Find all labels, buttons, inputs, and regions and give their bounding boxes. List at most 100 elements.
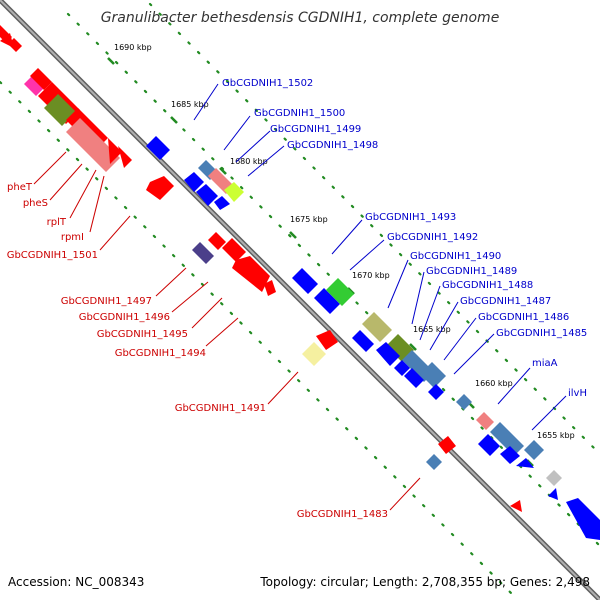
gene-block[interactable] (426, 454, 442, 470)
gene-block[interactable] (302, 342, 326, 366)
gene-block[interactable] (476, 412, 494, 430)
leader-line (531, 395, 567, 431)
gene-arrow[interactable] (566, 498, 600, 540)
gene-label-plus[interactable]: GbCGDNIH1_1486 (478, 312, 569, 323)
gene-label-minus[interactable]: GbCGDNIH1_1495 (97, 329, 188, 340)
gene-label-plus[interactable]: GbCGDNIH1_1500 (254, 108, 345, 119)
gene-block[interactable] (546, 470, 562, 486)
gene-arrow[interactable] (352, 330, 374, 352)
leader-line (171, 281, 209, 313)
gene-arrow[interactable] (510, 500, 522, 512)
gene-label-plus[interactable]: ilvH (568, 388, 587, 399)
gene-label-minus[interactable]: GbCGDNIH1_1501 (7, 250, 98, 261)
gene-block[interactable] (490, 422, 524, 456)
gene-arrow[interactable] (404, 368, 424, 388)
gene-label-plus[interactable]: GbCGDNIH1_1499 (270, 124, 361, 135)
gene-arrow[interactable] (516, 458, 534, 468)
ruler-tick (219, 167, 227, 175)
leader-line (89, 175, 105, 233)
leader-line (267, 371, 299, 405)
gene-arrow[interactable] (316, 330, 338, 350)
gene-arrow[interactable] (478, 434, 500, 456)
gene-block[interactable] (362, 312, 392, 342)
gene-arrow[interactable] (108, 138, 122, 164)
leader-line (205, 317, 239, 347)
gene-arrow[interactable] (548, 488, 558, 500)
gene-label-minus[interactable]: GbCGDNIH1_1497 (61, 296, 152, 307)
gene-arrow[interactable] (214, 196, 230, 210)
gene-label-minus[interactable]: pheS (23, 198, 48, 209)
leader-line (155, 267, 187, 297)
gene-arrow[interactable] (500, 446, 520, 464)
gene-arrow[interactable] (394, 360, 410, 376)
gene-arrow[interactable] (146, 136, 170, 160)
ruler-label: 1680 kbp (230, 157, 268, 166)
gene-arrow[interactable] (118, 146, 132, 168)
ruler-label: 1655 kbp (537, 431, 575, 440)
plus-strand-features (146, 136, 600, 540)
gene-arrow[interactable] (8, 38, 22, 52)
gene-label-plus[interactable]: GbCGDNIH1_1492 (387, 232, 478, 243)
gene-label-plus[interactable]: GbCGDNIH1_1489 (426, 266, 517, 277)
gene-arrow[interactable] (208, 232, 226, 250)
leader-line (247, 145, 285, 177)
gene-block[interactable] (24, 74, 46, 96)
ruler-label: 1675 kbp (290, 215, 328, 224)
leader-line (193, 83, 219, 121)
leader-line (429, 301, 459, 351)
gene-label-minus[interactable]: GbCGDNIH1_1491 (175, 403, 266, 414)
gene-label-plus[interactable]: GbCGDNIH1_1485 (496, 328, 587, 339)
leader-line (443, 317, 477, 361)
ruler-tick (170, 116, 178, 124)
gene-label-plus[interactable]: GbCGDNIH1_1488 (442, 280, 533, 291)
gene-block[interactable] (192, 242, 214, 264)
gene-block[interactable] (524, 440, 544, 460)
map-title: Granulibacter bethesdensis CGDNIH1, comp… (101, 10, 500, 26)
gene-arrow[interactable] (428, 384, 444, 400)
leader-line (419, 285, 441, 341)
leader-line (497, 367, 531, 405)
gene-block[interactable] (224, 182, 244, 202)
gene-block[interactable] (456, 394, 472, 410)
gene-label-plus[interactable]: GbCGDNIH1_1502 (222, 78, 313, 89)
gene-arrow[interactable] (222, 238, 246, 262)
gene-arrow[interactable] (376, 342, 400, 366)
gene-arrow[interactable] (264, 280, 276, 296)
gene-label-minus[interactable]: rpmI (61, 232, 84, 243)
minus-strand-leaders (33, 151, 421, 511)
ruler-tick (107, 57, 115, 65)
leader-line (191, 297, 223, 329)
gene-arrow[interactable] (184, 172, 204, 192)
gene-arrow[interactable] (438, 436, 456, 454)
gene-block[interactable] (326, 278, 354, 306)
gene-block[interactable] (420, 362, 446, 388)
leader-line (69, 169, 97, 219)
gene-label-plus[interactable]: GbCGDNIH1_1493 (365, 212, 456, 223)
gene-arrow[interactable] (146, 176, 174, 200)
gene-block[interactable] (66, 118, 120, 172)
gene-arrow[interactable] (232, 256, 270, 292)
gene-label-plus[interactable]: GbCGDNIH1_1498 (287, 140, 378, 151)
ruler-label: 1665 kbp (413, 325, 451, 334)
ruler-tick (289, 231, 297, 239)
ruler-label: 1660 kbp (475, 379, 513, 388)
gene-label-minus[interactable]: GbCGDNIH1_1496 (79, 312, 170, 323)
leader-line (331, 219, 363, 255)
gene-label-plus[interactable]: GbCGDNIH1_1490 (410, 251, 501, 262)
gene-arrow[interactable] (30, 68, 52, 90)
gene-label-plus[interactable]: GbCGDNIH1_1487 (460, 296, 551, 307)
leader-line (33, 151, 67, 185)
gene-arrow[interactable] (314, 288, 340, 314)
gene-label-minus[interactable]: GbCGDNIH1_1494 (115, 348, 206, 359)
topology-text: Topology: circular; Length: 2,708,355 bp… (259, 575, 590, 589)
gene-label-plus[interactable]: miaA (532, 358, 558, 369)
ruler-label: 1685 kbp (171, 100, 209, 109)
gene-arrow[interactable] (292, 268, 318, 294)
gene-arrow[interactable] (196, 184, 218, 206)
gene-label-minus[interactable]: rplT (47, 217, 67, 228)
ruler-label: 1670 kbp (352, 271, 390, 280)
gene-label-minus[interactable]: pheT (7, 182, 33, 193)
gene-label-minus[interactable]: GbCGDNIH1_1483 (297, 509, 388, 520)
